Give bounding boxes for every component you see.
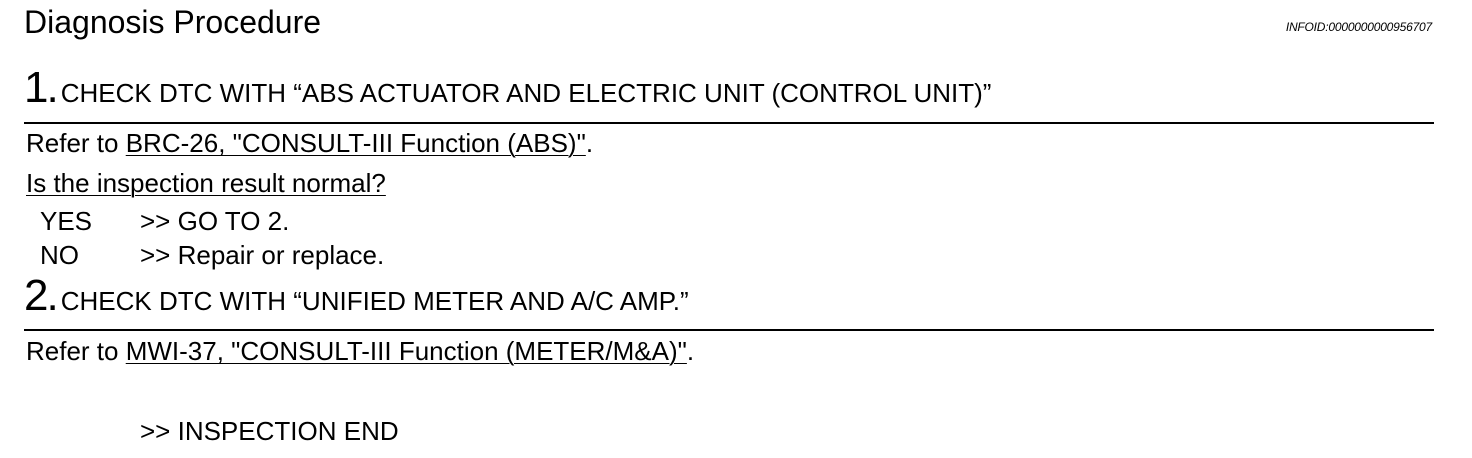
answer-row-yes: YES >> GO TO 2. bbox=[40, 206, 289, 236]
step-heading: CHECK DTC WITH “UNIFIED METER AND A/C AM… bbox=[60, 286, 689, 316]
inspection-end: >> INSPECTION END bbox=[140, 416, 399, 446]
reference-link-brc-26[interactable]: BRC-26, "CONSULT-III Function (ABS)" bbox=[125, 128, 586, 158]
step-number: 2 bbox=[24, 271, 49, 320]
refer-prefix: Refer to bbox=[26, 128, 126, 158]
step-1-header: 1.CHECK DTC WITH “ABS ACTUATOR AND ELECT… bbox=[24, 64, 991, 112]
answer-row-no: NO >> Repair or replace. bbox=[40, 240, 384, 270]
step-1-reference: Refer to BRC-26, "CONSULT-III Function (… bbox=[26, 128, 593, 158]
step-1-question: Is the inspection result normal? bbox=[26, 168, 386, 198]
info-id: INFOID:0000000000956707 bbox=[1285, 20, 1432, 34]
answer-key: YES bbox=[40, 206, 93, 236]
step-2-reference: Refer to MWI-37, "CONSULT-III Function (… bbox=[26, 336, 694, 366]
refer-suffix: . bbox=[585, 128, 594, 158]
step-2-header: 2.CHECK DTC WITH “UNIFIED METER AND A/C … bbox=[24, 272, 689, 320]
step-1-divider bbox=[24, 122, 1434, 124]
step-number-dot: . bbox=[46, 63, 59, 112]
step-2-divider bbox=[24, 329, 1434, 331]
answer-action: >> GO TO 2. bbox=[140, 206, 290, 236]
refer-prefix: Refer to bbox=[26, 336, 126, 366]
answer-action: >> Repair or replace. bbox=[140, 240, 385, 270]
step-heading: CHECK DTC WITH “ABS ACTUATOR AND ELECTRI… bbox=[60, 78, 992, 108]
answer-key: NO bbox=[40, 240, 79, 270]
refer-suffix: . bbox=[686, 336, 695, 366]
page-title: Diagnosis Procedure bbox=[24, 4, 322, 40]
step-number-dot: . bbox=[46, 271, 59, 320]
step-number: 1 bbox=[24, 63, 49, 112]
reference-link-mwi-37[interactable]: MWI-37, "CONSULT-III Function (METER/M&A… bbox=[125, 336, 687, 366]
